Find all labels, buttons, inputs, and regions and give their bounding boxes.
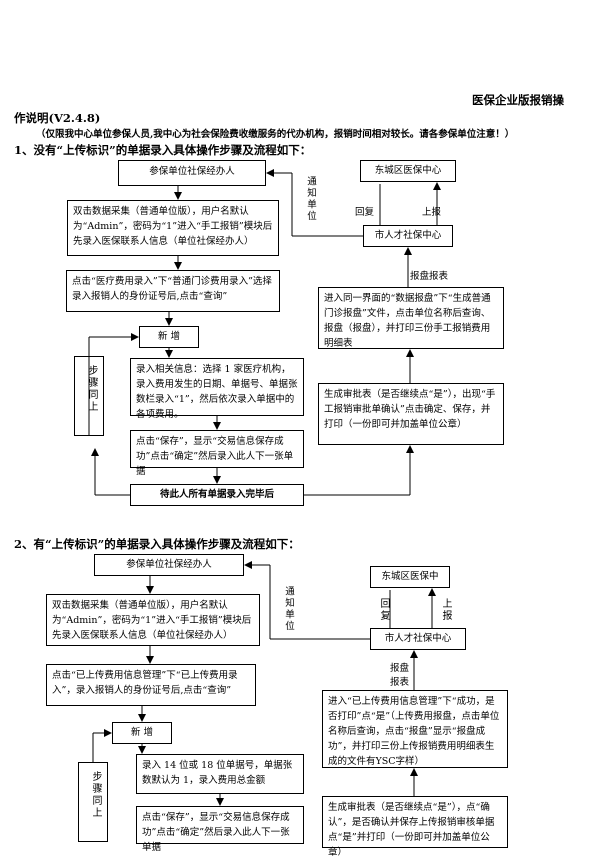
flow2-login-step: 双击数据采集（普通单位版），用户名默认为“Admin”，密码为“1”进入“手工报… <box>46 594 260 646</box>
flow1-save-step: 点击“保存”，显示“交易信息保存成功”点击“确定”然后录入此人下一张单据 <box>130 430 304 477</box>
doc-subtitle: 作说明(V2.4.8) <box>14 111 101 125</box>
flow2-city-center: 市人才社保中心 <box>370 628 466 650</box>
flow1-reply-label: 回复 <box>355 207 375 218</box>
flow2-dc-center: 东城区医保中 <box>370 566 450 588</box>
flow2-repeat-box: 步骤同上 <box>78 762 108 842</box>
flow2-reportup-label: 上报 <box>440 598 451 622</box>
flow2-report-step: 进入“已上传费用信息管理”下“成功，是否打印”点“是”（上传费用报盘，点击单位名… <box>322 690 508 768</box>
flow2-agent-box: 参保单位社保经办人 <box>94 554 244 576</box>
flow2-save-step: 点击“保存”，显示“交易信息保存成功”点击“确定”然后录入此人下一张单据 <box>136 806 304 853</box>
flow2-add-box: 新 增 <box>112 722 172 744</box>
flow1-dc-center: 东城区医保中心 <box>360 160 456 182</box>
doc-title: 医保企业版报销操 <box>472 93 564 107</box>
flow1-query-step: 点击“医疗费用录入”下“普通门诊费用录入”选择录入报销人的身份证号后,点击“查询… <box>66 270 280 312</box>
section2-heading: 2、有“上传标识”的单据录入具体操作步骤及流程如下： <box>14 537 300 551</box>
section1-heading: 1、没有“上传标识”的单据录入具体操作步骤及流程如下： <box>14 143 312 157</box>
flow1-repeat-box: 步骤同上 <box>74 356 104 436</box>
flow2-query-step: 点击“已上传费用信息管理”下“已上传费用录入”，录入报销人的身份证号后,点击“查… <box>46 664 256 706</box>
flow2-approve-step: 生成审批表（是否继续点“是”），点“确认”，是否确认并保存上传报销审核单据点“是… <box>322 796 508 858</box>
flow2-notify-label: 通知单位 <box>283 586 294 632</box>
flow1-approve-step: 生成审批表（是否继续点“是”），出现“手工报销审批单确认”点击确定、保存，并打印… <box>318 383 504 445</box>
flow1-report-table-label: 报盘报表 <box>410 271 449 282</box>
doc-note: （仅限我中心单位参保人员,我中心为社会保险费收缴服务的代办机构，报销时间相对较长… <box>36 129 515 140</box>
flow1-notify-label: 通知单位 <box>305 176 316 222</box>
flow1-done-box: 待此人所有单据录入完毕后 <box>130 484 304 506</box>
flow2-report-table-label: 报盘报表 <box>390 663 410 688</box>
flow1-login-step: 双击数据采集（普通单位版），用户名默认为“Admin”，密码为“1”进入“手工报… <box>67 200 279 256</box>
flow1-agent-box: 参保单位社保经办人 <box>118 160 266 186</box>
flow1-reportup-label: 上报 <box>422 207 442 218</box>
flow1-city-center: 市人才社保中心 <box>363 225 453 247</box>
flow1-report-step: 进入同一界面的“数据报盘”下“生成普通门诊报盘”文件，点击单位名称后查询、报盘（… <box>318 287 504 349</box>
flow1-entry-step: 录入相关信息：选择 1 家医疗机构，录入费用发生的日期、单据号、单据张数栏录入“… <box>130 358 304 420</box>
flow2-entry-step: 录入 14 位或 18 位单据号，单据张数默认为 1，录入费用总金额 <box>136 754 304 794</box>
flow2-reply-label: 回复 <box>378 598 389 622</box>
flow1-add-box: 新 增 <box>139 326 199 348</box>
